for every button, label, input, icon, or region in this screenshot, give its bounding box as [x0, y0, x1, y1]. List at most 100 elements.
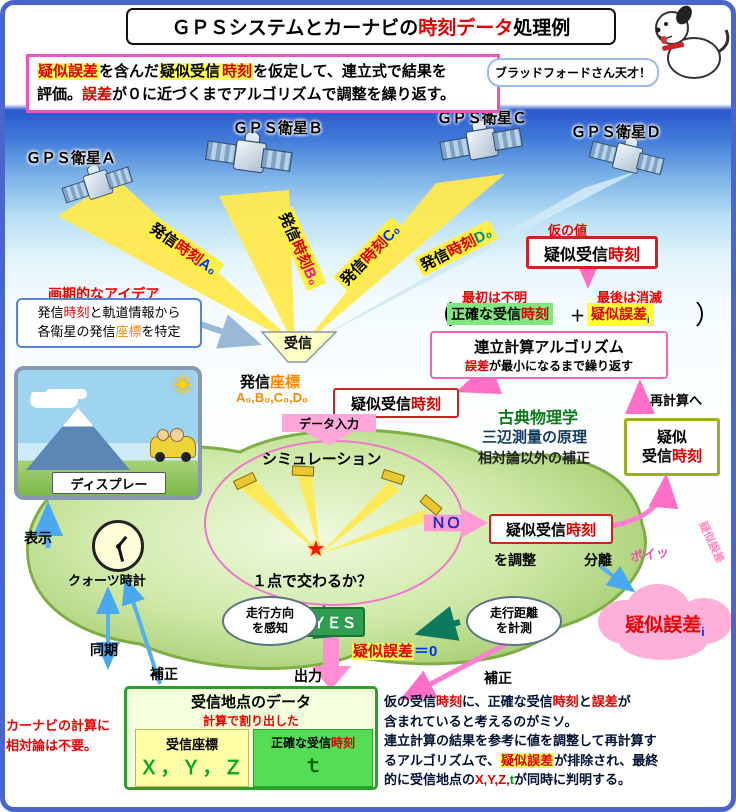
distance-sensor-line-1: 走行距離: [489, 606, 538, 620]
right-box-line-1: 疑似: [656, 428, 687, 446]
intersection-star-icon: ★: [306, 536, 326, 561]
mount-fuji-illustration: [26, 408, 130, 470]
correct-left-label: 補正: [150, 666, 178, 682]
show-label: 表示: [24, 530, 52, 546]
dog-icon: [655, 5, 730, 79]
intro-box: 疑似誤差を含んだ疑似受信時刻を仮定して、連立式で結果を 評価。誤差が０に近づくま…: [26, 54, 500, 113]
display-label-text: ディスプレー: [70, 476, 148, 492]
dog-mascot: [648, 2, 732, 87]
data-input-arrow: データ入力: [282, 414, 376, 445]
intro-line-1: 疑似誤差を含んだ疑似受信時刻を仮定して、連立式で結果を: [37, 63, 447, 80]
note-line-3: 連立計算の結果を参考に値を調整して再計算す: [384, 733, 657, 748]
non-relativity-correction-label: 相対論以外の補正: [478, 450, 590, 466]
wheel-icon: [181, 452, 191, 462]
simulation-label: シミュレーション: [262, 451, 382, 468]
receive-label: 受信: [284, 335, 312, 351]
note-line-2: 含まれていると考えるのがミソ。: [384, 713, 578, 729]
satellite-b-label: ＧＰＳ衛星Ｂ: [233, 120, 324, 137]
error-zero-label: 疑似誤差＝0: [352, 643, 438, 660]
classical-physics-label: 古典物理学: [498, 410, 579, 427]
transmit-coords-values: A₀,B₀,C₀,D₀: [236, 390, 308, 405]
result-time-title: 正確な受信時刻: [270, 736, 356, 750]
arrow-distance-sense: [414, 606, 461, 641]
satellite-d-label: ＧＰＳ衛星Ｄ: [571, 124, 662, 141]
right-box-line-2: 受信時刻: [641, 448, 703, 465]
beam-d-label: 発信時刻D₀: [413, 220, 498, 277]
note-line-5: 的に受信地点のX,Y,Z,tが同時に判明する。: [384, 772, 632, 787]
solar-panel: [260, 148, 293, 172]
solar-panel: [635, 152, 665, 176]
arrow-adjust-to-recalc: [611, 473, 679, 529]
data-input-label: データ入力: [282, 414, 376, 432]
no-label: ＮＯ: [430, 515, 461, 532]
solar-panel: [491, 127, 524, 152]
car-illustration: [150, 429, 196, 462]
separate-label: 分離: [584, 552, 612, 568]
pseudo-reception-time-box-top: 疑似受信時刻: [526, 236, 658, 269]
result-box: 受信地点のデータ 計算で割り出した 受信座標 Ｘ，Ｙ，Ｚ 正確な受信時刻 ｔ: [124, 686, 378, 790]
satellite-a-label: ＧＰＳ衛星Ａ: [26, 150, 117, 167]
pseudo-error-small-label: 疑似誤差: [696, 519, 726, 565]
pseudo-reception-time-box-mid: 疑似受信時刻: [333, 388, 459, 418]
solar-panel: [204, 140, 238, 165]
recalc-label: 再計算へ: [650, 393, 703, 408]
mini-satellite-icon: [291, 465, 315, 477]
transmit-coords-label: 発信座標: [240, 374, 301, 391]
page-title: ＧＰＳシステムとカーナビの時刻データ処理例: [126, 8, 616, 45]
result-coords-value: Ｘ，Ｙ，Ｚ: [139, 758, 245, 779]
beam-b-label: 発信時刻B₀: [273, 206, 327, 291]
result-coords-cell: 受信座標 Ｘ，Ｙ，Ｚ: [135, 729, 249, 787]
beam-a-label: 発信時刻A₀: [143, 215, 225, 282]
bottom-note: 仮の受信時刻に、正確な受信時刻と誤差が 含まれていると考えるのがミソ。 連立計算…: [384, 692, 730, 790]
algorithm-box: 連立計算アルゴリズム 誤差が最小になるまで繰り返す: [430, 331, 668, 379]
carnavi-note: カーナビの計算に 相対論は不要。: [6, 716, 126, 755]
arrow-idea-to-receive: [199, 314, 262, 349]
intersect-question-label: １点で交わるか？: [252, 573, 373, 590]
display-label: ディスプレー: [52, 472, 166, 494]
note-line-4: るアルゴリズムで、疑似誤差が排除され、最終: [384, 752, 659, 768]
passengers-illustration: [157, 429, 169, 441]
direction-sensor-line-1: 走行方向: [245, 606, 294, 620]
idea-line-2: 各衛星の発信座標を特定: [37, 324, 181, 339]
toss-label: ポイッ: [629, 544, 671, 565]
carnavi-note-line-1: カーナビの計算に: [6, 718, 111, 733]
sync-label: 同期: [90, 642, 118, 658]
output-label: 出力: [294, 668, 322, 684]
exact-reception-time-chip: 正確な受信時刻: [447, 303, 553, 325]
data-input-arrow-tip: [305, 432, 353, 445]
correct-right-label: 補正: [484, 670, 512, 686]
algorithm-title: 連立計算アルゴリズム: [474, 339, 624, 356]
quartz-clock-label: クォーツ時計: [68, 573, 146, 588]
paren-close: ）: [695, 300, 722, 330]
distance-sensor-oval: 走行距離 を計測: [466, 596, 562, 646]
distance-sensor-line-2: を計測: [495, 621, 532, 635]
sun-icon: ☀: [170, 370, 194, 400]
plus-sign: ＋: [570, 308, 586, 325]
note-line-1: 仮の受信時刻に、正確な受信時刻と誤差が: [384, 694, 631, 709]
result-title: 受信地点のデータ: [190, 694, 311, 711]
pseudo-error-cloud: 疑似誤差i: [598, 582, 732, 660]
cloud-icon: [30, 392, 78, 408]
navigation-display-panel: ☀ ディスプレー: [14, 366, 202, 500]
trilateration-label: 三辺測量の原理: [482, 429, 588, 446]
result-time-value: ｔ: [303, 756, 323, 777]
idea-box: 発信時刻と軌道情報から 各衛星の発信座標を特定: [16, 298, 202, 348]
speech-bubble: ブラッドフォードさん天才！: [487, 58, 659, 87]
adjust-label: を調整: [494, 552, 536, 568]
pseudo-error-cloud-label: 疑似誤差i: [625, 615, 705, 639]
satellite-c-label: ＧＰＳ衛星Ｃ: [437, 110, 528, 127]
beam-c-label: 発信時刻C₀: [333, 217, 407, 292]
result-coords-title: 受信座標: [165, 737, 218, 752]
algorithm-subtitle: 誤差が最小になるまで繰り返す: [464, 359, 634, 373]
pseudo-reception-time-box-right: 疑似 受信時刻: [624, 418, 720, 476]
pseudo-error-chip: 疑似誤差i: [587, 303, 654, 326]
clock-pin: [115, 543, 121, 549]
quartz-clock-icon: [92, 520, 144, 572]
carnavi-note-line-2: 相対論は不要。: [6, 737, 98, 753]
idea-line-1: 発信時刻と軌道情報から: [37, 305, 181, 321]
result-subtitle: 計算で割り出した: [202, 714, 299, 728]
wheel-icon: [155, 452, 165, 462]
solar-panel: [105, 166, 134, 190]
result-time-cell: 正確な受信時刻 ｔ: [253, 729, 373, 787]
